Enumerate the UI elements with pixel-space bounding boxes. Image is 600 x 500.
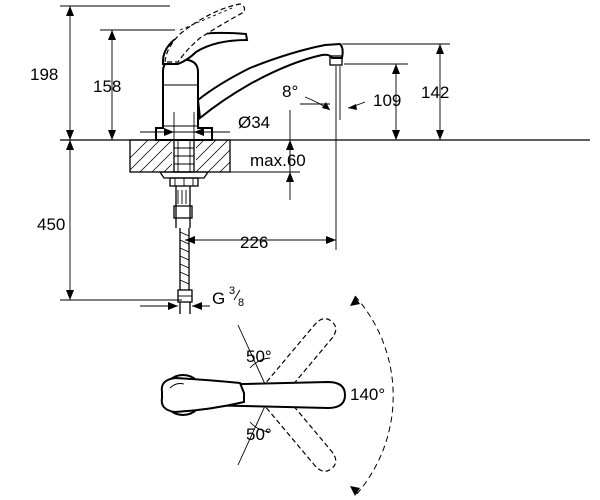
- dim-max-thickness: max.60: [230, 140, 306, 200]
- side-elevation-view: 198 158 8° 109: [30, 3, 590, 314]
- dim-8deg-label: 8°: [282, 82, 298, 101]
- dim-hose-length: 450: [37, 140, 182, 301]
- faucet-spout: [196, 42, 344, 120]
- dim-outlet-height: 142: [342, 43, 450, 140]
- lever-handle-raised: [164, 3, 246, 63]
- thread-denominator-label: 8: [238, 297, 244, 309]
- dim-hole-diameter: Ø34: [140, 110, 291, 140]
- dim-diameter-label: Ø34: [238, 113, 270, 132]
- spout-ghost-lower: [260, 387, 337, 472]
- supply-hose: [173, 186, 193, 314]
- thread-numerator-label: 3: [229, 285, 235, 297]
- dim-226-label: 226: [240, 233, 268, 252]
- lever-plan: [160, 376, 245, 414]
- dim-450-label: 450: [37, 215, 65, 234]
- dim-spout-reach: 226: [185, 66, 337, 252]
- swivel-angle-label: 140°: [350, 385, 385, 404]
- dim-total-height: 198: [30, 5, 170, 140]
- dim-max60-label: max.60: [250, 151, 306, 170]
- plan-view: 50° 50° 140°: [160, 295, 394, 497]
- spout-ghost-upper: [260, 318, 337, 403]
- thread-prefix-label: G: [212, 289, 225, 308]
- lever-angle-lower-label: 50°: [246, 425, 272, 444]
- lever-angle-upper-label: 50°: [246, 347, 272, 366]
- dim-142-label: 142: [421, 83, 449, 102]
- dim-spout-angle: 8°: [282, 66, 366, 120]
- dim-158-label: 158: [93, 77, 121, 96]
- dim-thread-size: G 3 8: [140, 285, 244, 310]
- dim-body-height: 158: [93, 29, 175, 140]
- dim-spout-height: 109: [344, 63, 408, 140]
- dim-109-label: 109: [373, 91, 401, 110]
- dim-198-label: 198: [30, 65, 58, 84]
